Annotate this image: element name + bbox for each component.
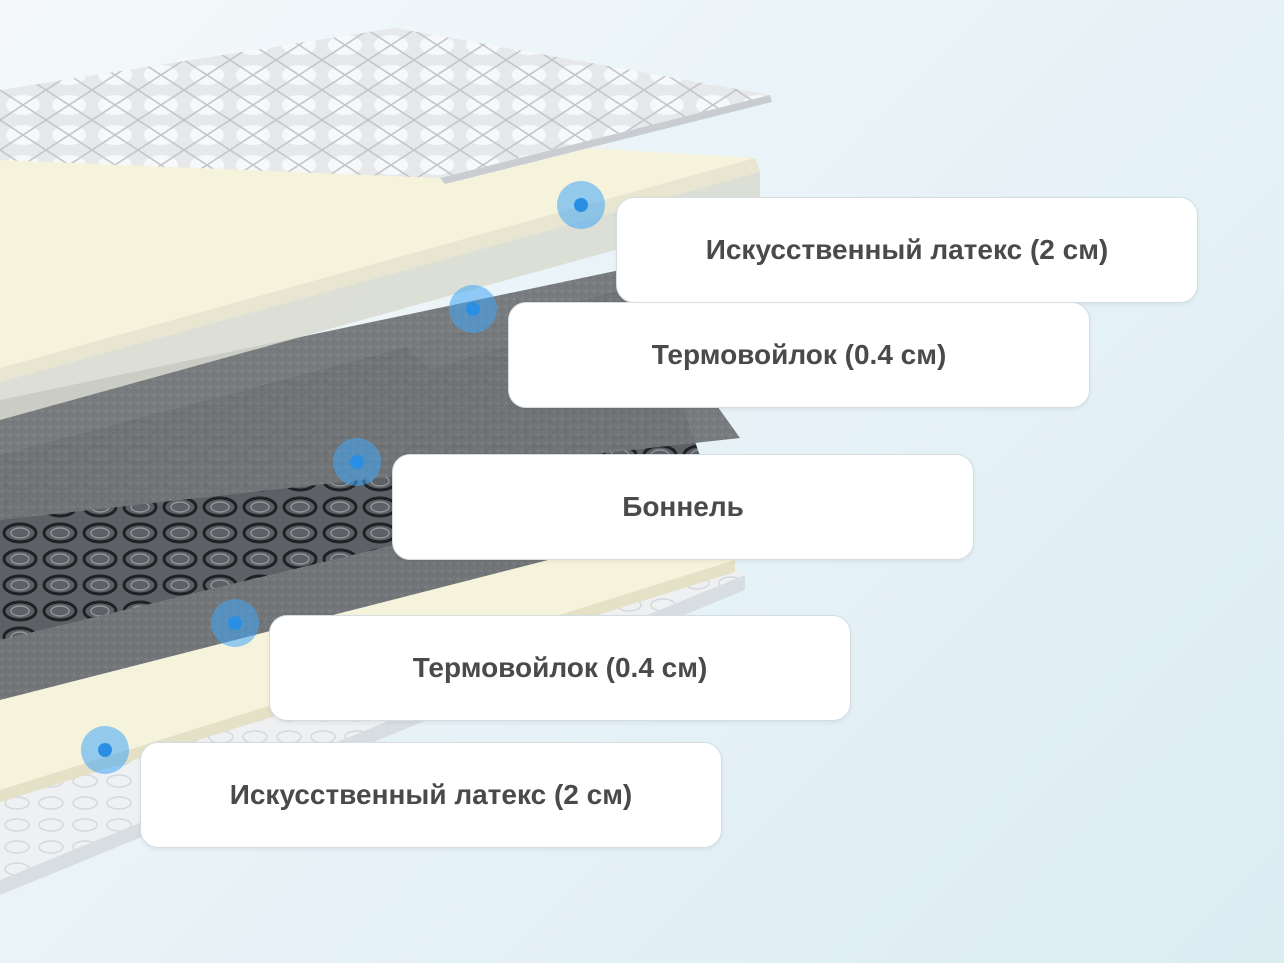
info-dot-icon[interactable] <box>449 285 497 333</box>
layer-label-bonnell[interactable]: Боннель <box>392 454 974 560</box>
top-quilted-cover <box>0 28 770 178</box>
top-latex-side <box>0 172 760 420</box>
layer-label-bottom-felt[interactable]: Термовойлок (0.4 см) <box>269 615 851 721</box>
layer-label-bottom-latex[interactable]: Искусственный латекс (2 см) <box>140 742 722 848</box>
info-dot-icon[interactable] <box>557 181 605 229</box>
info-dot-icon[interactable] <box>211 599 259 647</box>
layer-label-top-felt[interactable]: Термовойлок (0.4 см) <box>508 302 1090 408</box>
info-dot-icon[interactable] <box>333 438 381 486</box>
info-dot-icon[interactable] <box>81 726 129 774</box>
top-quilted-cover-edge <box>440 95 772 184</box>
layer-label-top-latex[interactable]: Искусственный латекс (2 см) <box>616 197 1198 303</box>
